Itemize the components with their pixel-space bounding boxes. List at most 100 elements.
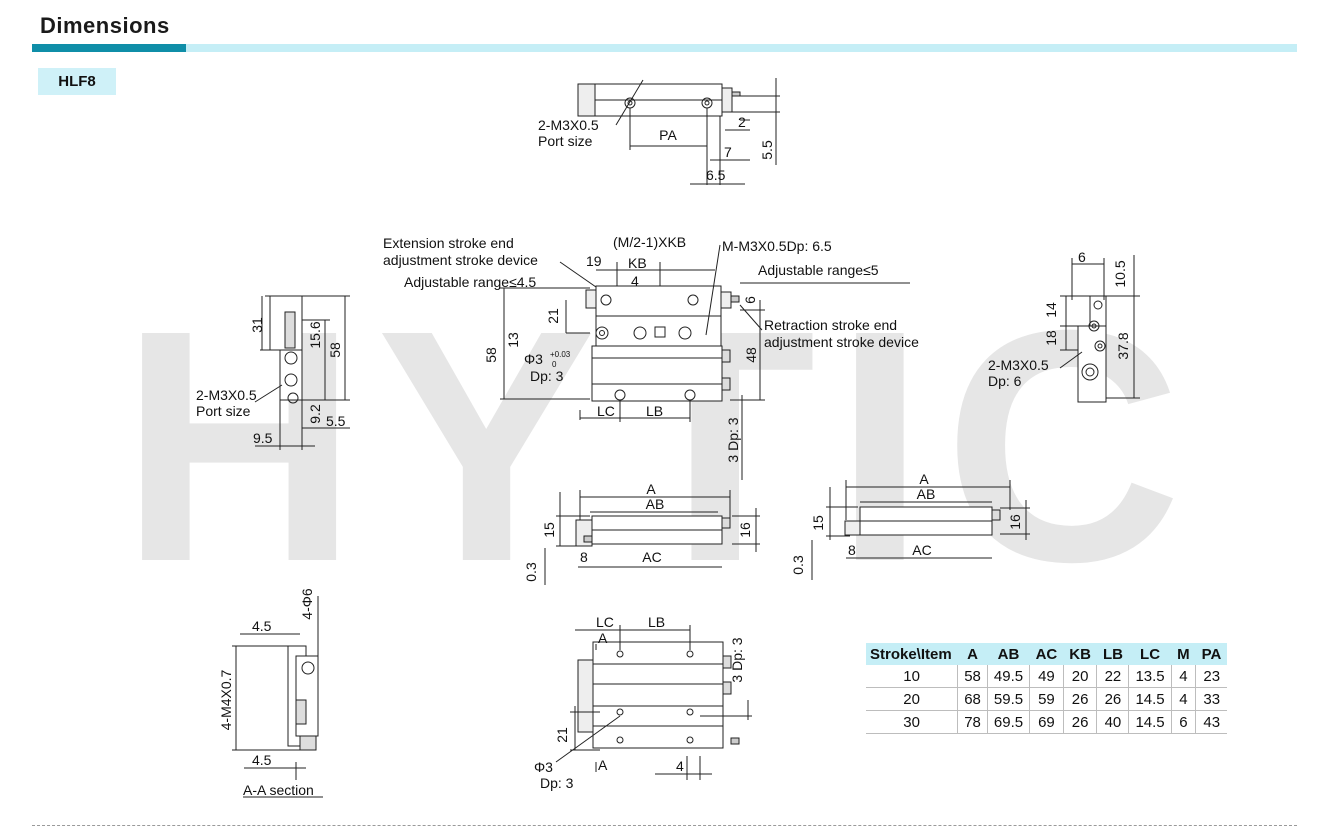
- section-title: A-A section: [243, 782, 314, 798]
- table-header: LC: [1128, 643, 1172, 665]
- dim-front-48: 48: [743, 347, 759, 363]
- dim-rmid-15: 15: [810, 515, 826, 531]
- ret-stroke-label-2: adjustment stroke device: [764, 334, 919, 350]
- dim-front-13: 13: [505, 332, 521, 348]
- ext-stroke-label-1: Extension stroke end: [383, 235, 514, 251]
- bot-phi3-label: Φ3: [534, 759, 553, 775]
- table-cell: 14.5: [1128, 710, 1172, 734]
- table-header-row: Stroke\Item A AB AC KB LB LC M PA: [866, 643, 1228, 665]
- title-underline-accent: [32, 44, 186, 52]
- phi3-label: Φ3: [524, 351, 543, 367]
- dim-bot-dp3-vertical: 3 Dp: 3: [729, 637, 745, 682]
- dim-sec-4.5-top: 4.5: [252, 618, 272, 634]
- dim-bot-LB: LB: [648, 614, 665, 630]
- table-cell: 22: [1096, 665, 1129, 688]
- table-header: M: [1171, 643, 1196, 665]
- dim-bot-21: 21: [554, 727, 570, 743]
- table-header: LB: [1096, 643, 1129, 665]
- left-side-view: [254, 295, 350, 450]
- dim-mid-A: A: [646, 481, 656, 497]
- dim-mid-0.3: 0.3: [523, 562, 539, 582]
- bot-dp3-label: Dp: 3: [540, 775, 574, 791]
- dim-left-9.2: 9.2: [307, 404, 323, 424]
- table-cell: 40: [1096, 710, 1129, 734]
- right-port-dp-label: Dp: 6: [988, 373, 1022, 389]
- dim-rmid-AB: AB: [917, 486, 936, 502]
- table-cell: 23: [1195, 665, 1228, 688]
- table-cell: 59: [1029, 687, 1064, 711]
- dim-mid-15: 15: [541, 522, 557, 538]
- dim-LC: LC: [597, 403, 615, 419]
- table-cell: 26: [1096, 687, 1129, 711]
- dim-bot-LC: LC: [596, 614, 614, 630]
- table-cell: 13.5: [1128, 665, 1172, 688]
- table-row: 20 68 59.5 59 26 26 14.5 4 33: [866, 687, 1228, 711]
- table-cell: 43: [1195, 710, 1228, 734]
- title-underline: [32, 44, 1297, 52]
- dim-right-37.8: 37.8: [1115, 332, 1131, 359]
- dim-left-58: 58: [327, 342, 343, 358]
- model-tag: HLF8: [38, 68, 116, 95]
- dim-bot-4: 4: [676, 758, 684, 774]
- dim-rmid-0.3: 0.3: [790, 555, 806, 575]
- left-port-size-label: Port size: [196, 403, 251, 419]
- table-cell: 10: [866, 665, 958, 688]
- tol-plus-label: +0.03: [550, 350, 571, 359]
- dim-right-6: 6: [1078, 249, 1086, 265]
- right-side-view: [1059, 255, 1140, 403]
- dim-19: 19: [586, 253, 602, 269]
- adj-range-left-label: Adjustable range≤4.5: [404, 274, 536, 290]
- left-port-label: 2-M3X0.5: [196, 387, 257, 403]
- section-view: [232, 596, 323, 798]
- table-cell: 26: [1062, 710, 1097, 734]
- dim-rmid-8: 8: [848, 542, 856, 558]
- section-marker-bottom: A: [598, 757, 608, 773]
- table-cell: 78: [957, 710, 988, 734]
- dim-top-6.5: 6.5: [706, 167, 726, 183]
- dim-right-18: 18: [1043, 330, 1059, 346]
- bottom-view-retracted: [544, 490, 760, 585]
- table-cell: 69.5: [986, 710, 1030, 734]
- table-cell: 33: [1195, 687, 1228, 711]
- table-cell: 20: [866, 687, 958, 711]
- table-cell: 6: [1170, 710, 1196, 734]
- dim-mid-8: 8: [580, 549, 588, 565]
- table-header: Stroke\Item: [866, 643, 958, 665]
- table-row: 10 58 49.5 49 20 22 13.5 4 23: [866, 665, 1228, 688]
- table-header: AC: [1029, 643, 1064, 665]
- dim-dp3-vertical: 3 Dp: 3: [725, 417, 741, 462]
- spec-table: Stroke\Item A AB AC KB LB LC M PA 10 58 …: [866, 643, 1228, 734]
- dim-sec-4.5-bottom: 4.5: [252, 752, 272, 768]
- dim-right-10.5: 10.5: [1112, 260, 1128, 287]
- dim-PA: PA: [659, 127, 677, 143]
- table-cell: 20: [1062, 665, 1097, 688]
- table-cell: 14.5: [1128, 687, 1172, 711]
- front-view: [500, 244, 910, 480]
- dim-left-9.5: 9.5: [253, 430, 273, 446]
- dim-mid-AC: AC: [642, 549, 661, 565]
- bottom-view-extended: [811, 480, 1030, 580]
- top-port-label: 2-M3X0.5: [538, 117, 599, 133]
- dim-top-5.5: 5.5: [759, 140, 775, 160]
- table-cell: 49.5: [986, 665, 1030, 688]
- tol-zero-label: 0: [552, 360, 557, 369]
- ext-stroke-label-2: adjustment stroke device: [383, 252, 538, 268]
- dim-rmid-16: 16: [1007, 514, 1023, 530]
- footer-divider: [32, 825, 1297, 826]
- dim-sec-4-M4: 4-M4X0.7: [218, 669, 234, 730]
- table-cell: 4: [1170, 687, 1196, 711]
- table-row: 30 78 69.5 69 26 40 14.5 6 43: [866, 710, 1228, 734]
- dim-top-2: 2: [738, 114, 746, 130]
- adj-range-right-label: Adjustable range≤5: [758, 262, 879, 278]
- dim-left-31: 31: [249, 317, 265, 333]
- ret-stroke-label-1: Retraction stroke end: [764, 317, 897, 333]
- m2-kb-label: (M/2-1)XKB: [613, 234, 686, 250]
- top-view: [577, 78, 780, 185]
- table-cell: 49: [1029, 665, 1064, 688]
- dim-KB: KB: [628, 255, 647, 271]
- dim-mid-16: 16: [737, 522, 753, 538]
- right-port-label: 2-M3X0.5: [988, 357, 1049, 373]
- table-header: AB: [987, 643, 1030, 665]
- dim-top-7: 7: [724, 144, 732, 160]
- table-cell: 4: [1170, 665, 1196, 688]
